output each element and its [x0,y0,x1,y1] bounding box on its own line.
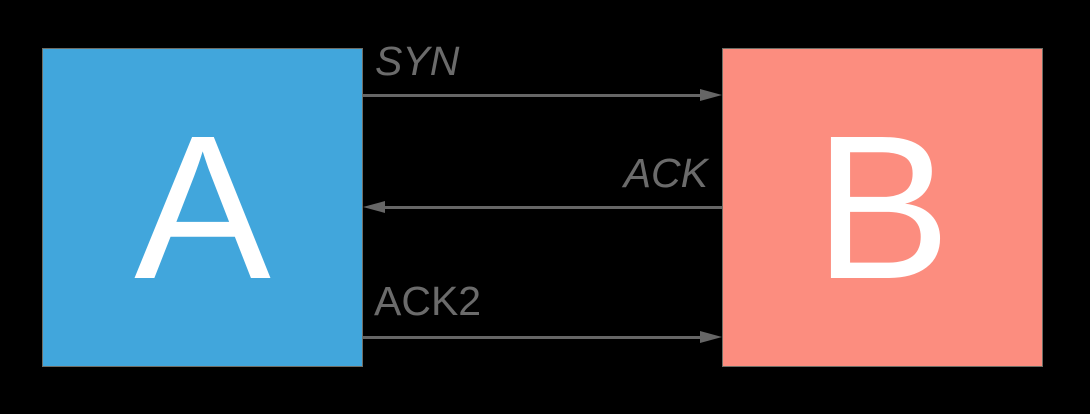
message-label-ack2: ACK2 [374,278,482,324]
arrowhead-left-icon [363,201,385,213]
arrowhead-right-icon [700,331,722,343]
arrow-line-syn [363,94,700,97]
arrowhead-right-icon [700,89,722,101]
node-b: B [722,48,1043,367]
arrow-line-ack2 [363,336,700,339]
node-a-label: A [134,93,271,322]
message-label-syn: SYN [375,38,460,84]
node-a: A [42,48,363,367]
arrow-line-ack [385,206,722,209]
message-label-ack: ACK [623,150,708,196]
node-b-label: B [814,93,951,322]
